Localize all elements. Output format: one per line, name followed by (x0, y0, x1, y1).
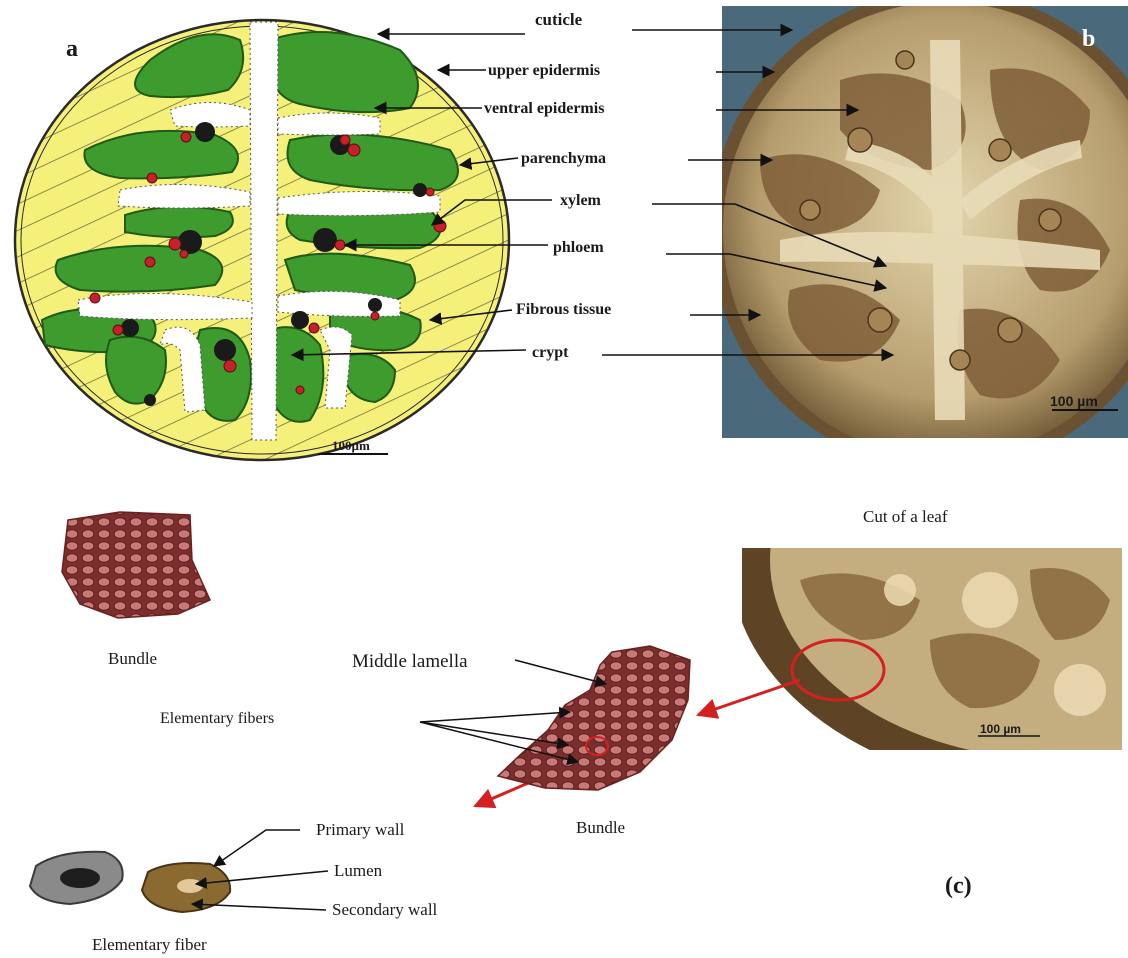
elementary-fiber-label: Elementary fiber (92, 935, 207, 954)
panel-b-scale-bar: 100 µm (1050, 393, 1098, 409)
panel-a-scale-bar: 100µm (332, 438, 370, 453)
fiber-gray-image (30, 852, 123, 904)
secondary-wall-label: Secondary wall (332, 900, 438, 919)
primary-wall-label: Primary wall (316, 820, 405, 839)
panel-b-photo: b 100 µm (710, 0, 1128, 470)
label-upper-epidermis: upper epidermis (488, 62, 600, 79)
bundle-left-image (62, 512, 210, 618)
bundle-left-label: Bundle (108, 649, 157, 668)
panel-c-letter: (c) (945, 873, 972, 899)
panel-a-letter: a (66, 36, 78, 62)
panel-b-letter: b (1082, 26, 1095, 52)
label-xylem: xylem (560, 192, 602, 209)
lumen-label: Lumen (334, 861, 383, 880)
label-ventral-epidermis: ventral epidermis (484, 100, 604, 117)
bundle-center-image (498, 646, 690, 790)
leaf-scale-bar: 100 µm (980, 722, 1021, 736)
bundle-center-label: Bundle (576, 818, 625, 837)
label-crypt: crypt (532, 344, 569, 361)
label-parenchyma: parenchyma (521, 150, 606, 167)
label-phloem: phloem (553, 239, 604, 256)
leaf-title: Cut of a leaf (863, 507, 948, 526)
label-fibrous-tissue: Fibrous tissue (516, 301, 611, 318)
middle-lamella-label: Middle lamella (352, 651, 468, 672)
elementary-fibers-label: Elementary fibers (160, 710, 274, 727)
label-cuticle: cuticle (535, 10, 583, 29)
panel-a-drawing: a 100µm (15, 20, 509, 460)
tissue-labels: cuticle upper epidermis ventral epidermi… (484, 10, 611, 361)
